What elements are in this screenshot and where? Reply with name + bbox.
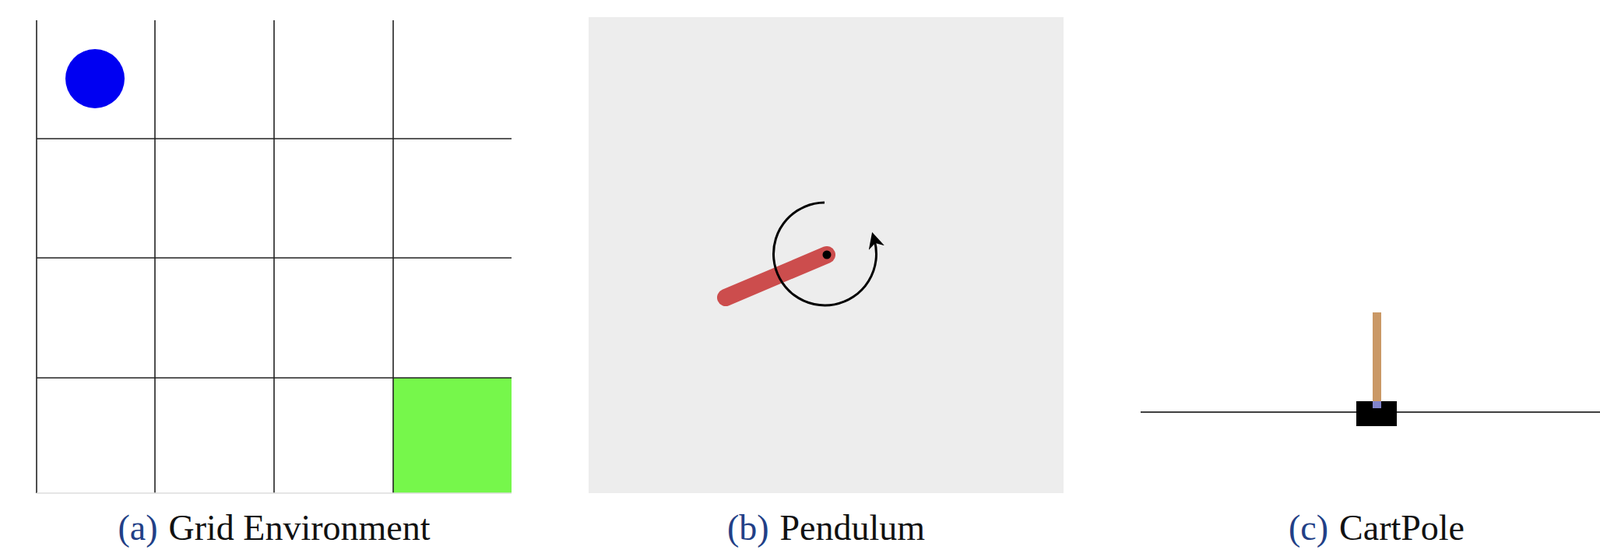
- pole: [1372, 312, 1382, 408]
- grid-environment: [36, 20, 512, 493]
- panel-title: CartPole: [1339, 507, 1465, 548]
- torque-arrow: [773, 202, 877, 306]
- panel-letter: (c): [1288, 507, 1329, 548]
- pole-axle: [1372, 400, 1382, 408]
- panel-caption: (b)Pendulum: [727, 506, 925, 550]
- cartpole-environment: [1140, 312, 1600, 426]
- panel-letter: (b): [727, 507, 770, 548]
- panel-title: Pendulum: [780, 507, 926, 548]
- panel-letter: (a): [117, 507, 158, 548]
- agent-dot: [65, 49, 125, 109]
- goal-cell: [393, 377, 512, 493]
- panel-caption: (a)Grid Environment: [117, 506, 430, 550]
- cart-body: [1356, 400, 1397, 426]
- pivot-dot: [822, 250, 832, 260]
- pendulum-environment: [588, 17, 1064, 493]
- pendulum-background: [588, 17, 1064, 493]
- panel-title: Grid Environment: [168, 507, 431, 548]
- panel-caption: (c)CartPole: [1288, 506, 1465, 550]
- grid-lines: [36, 20, 512, 493]
- pendulum-rod: [725, 254, 827, 298]
